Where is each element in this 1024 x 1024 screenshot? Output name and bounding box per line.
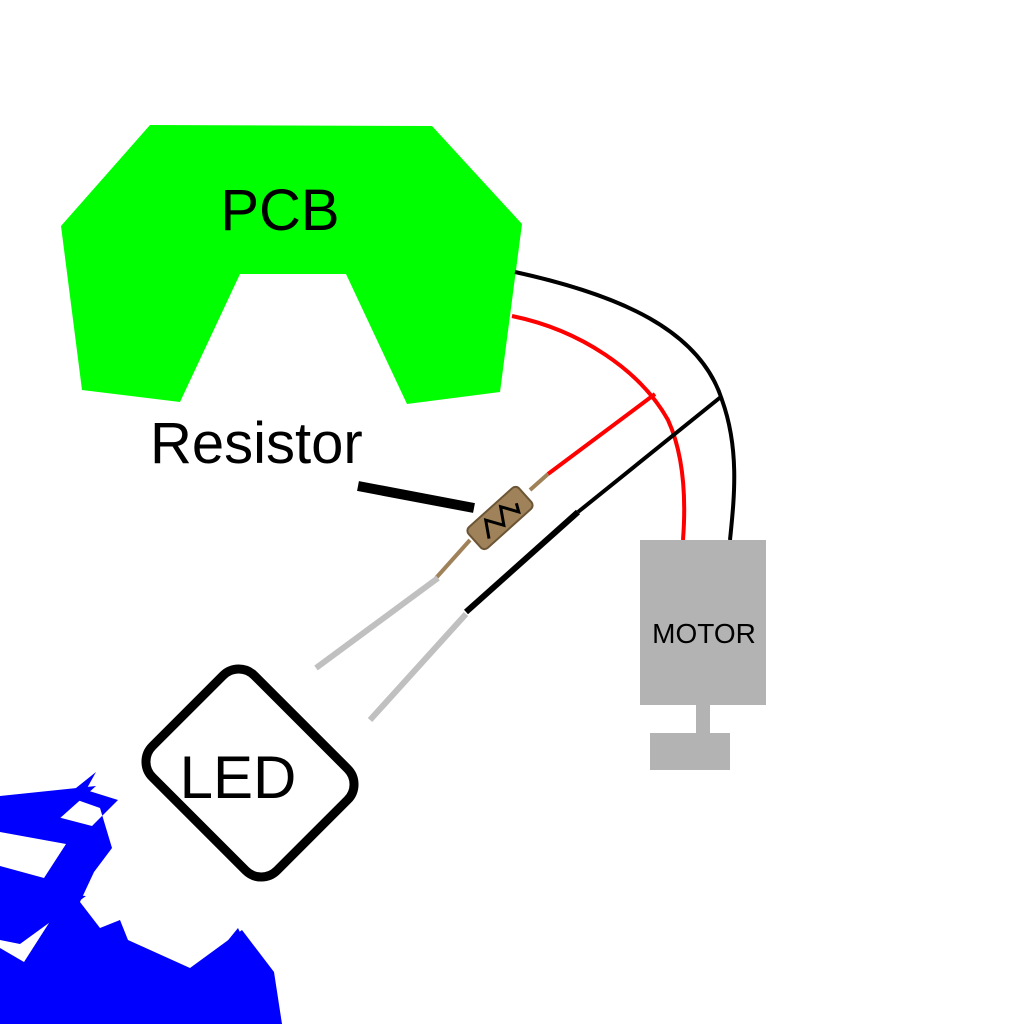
motor-base [650,733,730,770]
led-negative-lead [367,611,469,723]
led-positive-lead [314,575,440,671]
resistor-top-lead [528,472,550,492]
junction-to-resistor-red-wire [546,392,657,476]
resistor-label: Resistor [150,411,363,476]
led [141,664,359,882]
junction-to-led-black-wire [576,394,724,514]
motor-shaft [696,705,710,735]
pcb-to-motor-black-wire [514,270,737,541]
resistor-zigzag-icon [483,502,521,539]
pcb-board [61,125,522,404]
pcb-to-motor-red-wire [511,314,687,541]
light-burst-spikes [0,786,282,1024]
light-burst-shape [0,728,282,1024]
resistor-bottom-lead [434,538,472,580]
led-negative-black-lead [464,509,580,615]
resistor-pointer-line [357,481,475,513]
resistor [466,485,534,551]
motor-label: MOTOR [652,618,756,649]
led-label: LED [180,744,297,811]
motor-body [640,540,766,705]
pcb-label: PCB [220,178,339,243]
